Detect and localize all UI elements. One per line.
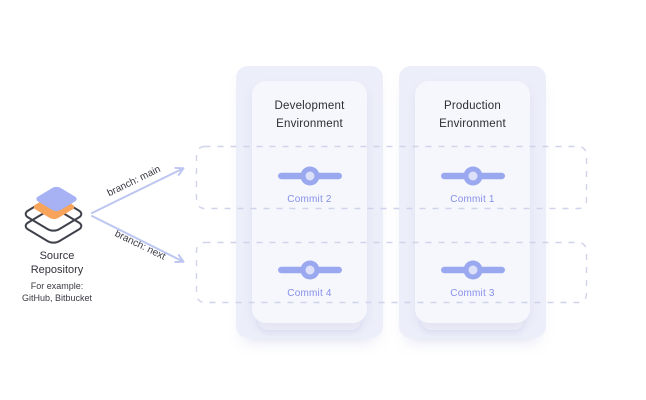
source-repository-example: For example: GitHub, Bitbucket: [4, 281, 110, 304]
production-environment-title: Production Environment: [439, 100, 506, 130]
commit-label: Commit 3: [450, 288, 495, 299]
commit-label: Commit 4: [287, 288, 332, 299]
git-commit-icon: [440, 260, 505, 280]
git-commit-icon: [277, 166, 342, 186]
source-example-line1: For example:: [30, 281, 84, 291]
commit-label: Commit 1: [450, 194, 495, 205]
branch-next-label: branch: next: [112, 228, 168, 263]
git-commit-icon: [440, 166, 505, 186]
commit-row: Commit 4: [252, 259, 367, 299]
development-environment-panel: Development Environment Commit 2 Commit …: [236, 66, 383, 338]
source-example-line2: GitHub, Bitbucket: [21, 292, 93, 303]
source-repository-label: Source Repository: [30, 250, 84, 277]
branch-main-label: branch: main: [105, 163, 163, 200]
development-environment-title: Development Environment: [274, 100, 345, 130]
layers-icon: [16, 186, 94, 248]
git-commit-icon: [277, 260, 342, 280]
commit-row: Commit 1: [415, 165, 530, 205]
production-environment-card: Production Environment Commit 1 Commit 3: [415, 81, 530, 323]
production-environment-panel: Production Environment Commit 1 Commit 3: [399, 66, 546, 338]
development-environment-card: Development Environment Commit 2 Commit …: [252, 81, 367, 323]
commit-row: Commit 3: [415, 259, 530, 299]
commit-label: Commit 2: [287, 194, 332, 205]
commit-row: Commit 2: [252, 165, 367, 205]
